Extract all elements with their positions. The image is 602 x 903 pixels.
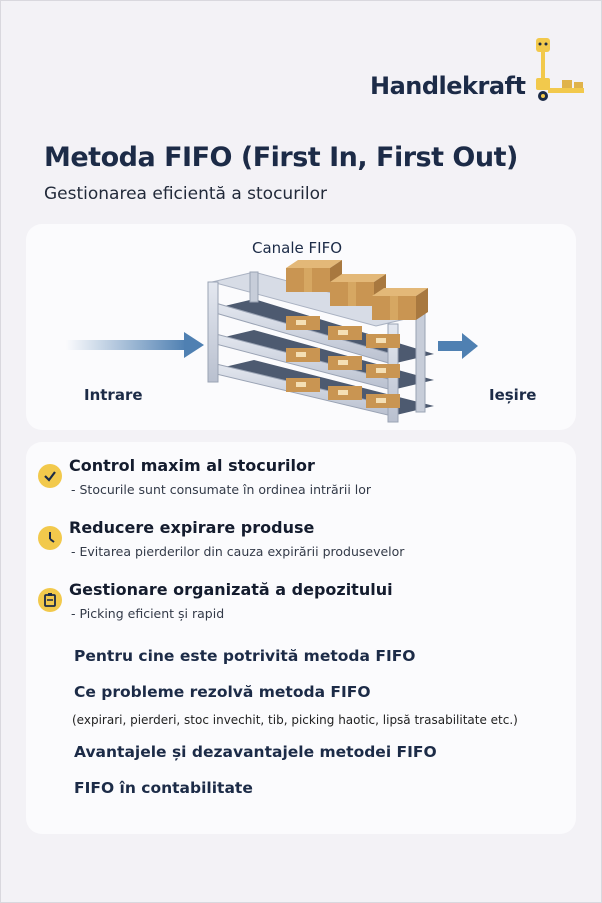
feature-title: Control maxim al stocurilor xyxy=(69,456,315,475)
feature-desc: - Picking eficient și rapid xyxy=(71,606,225,621)
topic-pros-cons-link[interactable]: Avantajele și dezavantajele metodei FIFO xyxy=(74,743,437,761)
feature-desc: - Stocurile sunt consumate în ordinea in… xyxy=(71,482,372,497)
pallet-truck-icon xyxy=(536,38,584,101)
page-subtitle: Gestionarea eficientă a stocurilor xyxy=(44,184,328,204)
topic-who-link[interactable]: Pentru cine este potrivită metoda FIFO xyxy=(74,647,416,665)
output-arrow-icon xyxy=(438,333,478,359)
topic-problems-link[interactable]: Ce probleme rezolvă metoda FIFO xyxy=(74,683,371,701)
feature-desc: - Evitarea pierderilor din cauza expirăr… xyxy=(71,544,405,559)
clipboard-icon xyxy=(38,588,62,612)
brand-name: Handlekraft xyxy=(370,72,526,100)
topic-problems-note: (expirari, pierderi, stoc invechit, tib,… xyxy=(72,713,518,727)
clock-icon xyxy=(38,526,62,550)
feature-title: Reducere expirare produse xyxy=(69,518,315,537)
fifo-topics-card xyxy=(26,442,576,834)
input-arrow-icon xyxy=(66,332,204,358)
feature-title: Gestionare organizată a depozitului xyxy=(69,580,393,599)
output-label: Ieșire xyxy=(489,386,537,404)
boxes-icon xyxy=(286,260,428,408)
fifo-rack-illustration xyxy=(66,260,478,423)
topic-accounting-link[interactable]: FIFO în contabilitate xyxy=(74,779,253,797)
input-label: Intrare xyxy=(84,386,143,404)
page-title: Metoda FIFO (First In, First Out) xyxy=(44,142,518,173)
diagram-caption: Canale FIFO xyxy=(252,239,343,257)
fifo-diagram-card: Canale FIFO Intrare Ieșire xyxy=(26,224,576,430)
check-icon xyxy=(38,464,62,488)
